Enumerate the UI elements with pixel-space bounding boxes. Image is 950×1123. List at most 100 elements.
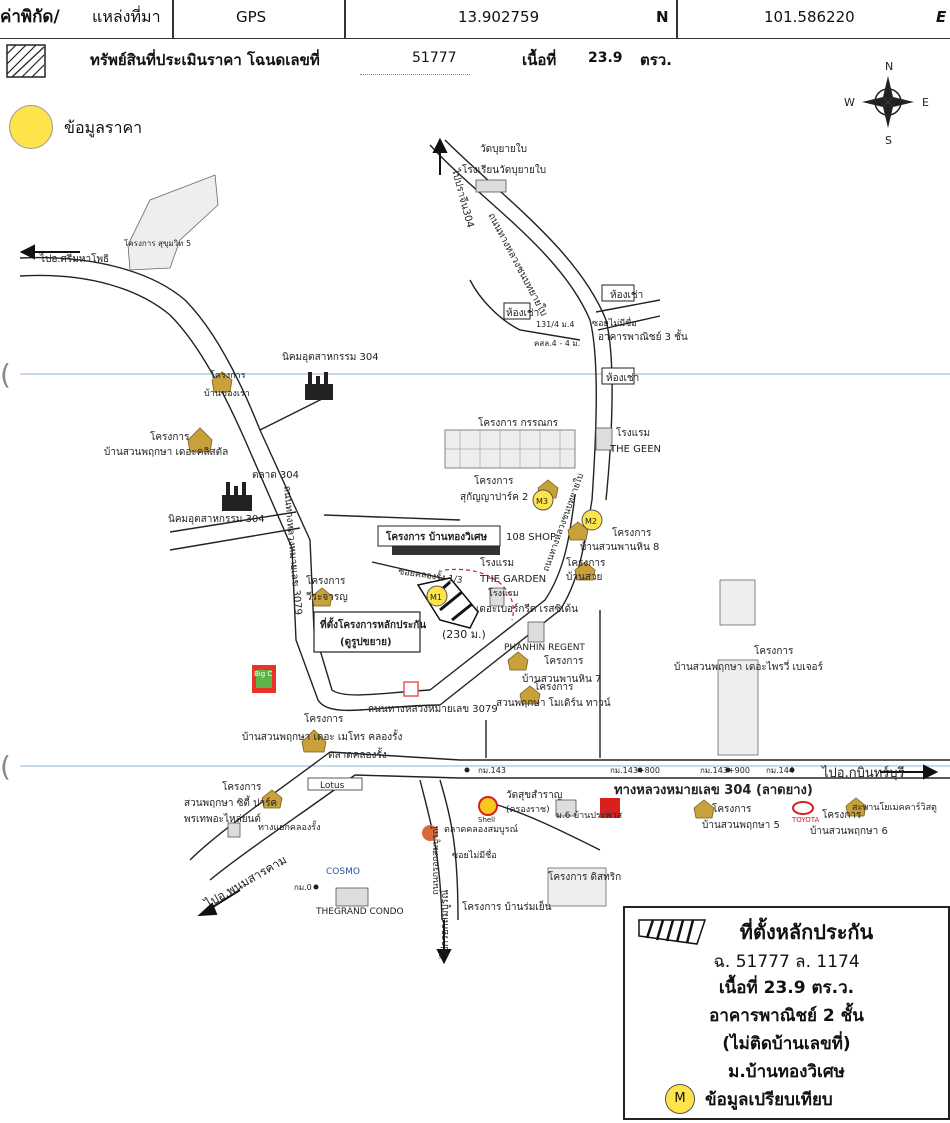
market-icon bbox=[422, 825, 438, 841]
house-icon bbox=[519, 685, 541, 705]
seven-eleven-logo bbox=[403, 681, 419, 697]
collateral-legend: ที่ตั้งหลักประกัน ฉ. 51777 ล. 1174 เนื้อ… bbox=[623, 906, 950, 1120]
source-label: แหล่งที่มา bbox=[92, 7, 161, 26]
label-project: โครงการ bbox=[566, 556, 606, 569]
road-bu-yai-bai bbox=[429, 144, 597, 501]
school-icon bbox=[475, 179, 507, 193]
temple-icon bbox=[555, 799, 577, 817]
house-icon bbox=[845, 797, 867, 817]
label-project: โครงการ bbox=[150, 430, 190, 443]
roads bbox=[19, 139, 950, 921]
label-project: โครงการ bbox=[534, 680, 574, 693]
arrow-up-icon bbox=[432, 137, 448, 153]
label-shophouse: ห้องเช่า bbox=[506, 307, 539, 319]
legend-building: อาคารพาณิชย์ 2 ชั้น bbox=[709, 1006, 864, 1026]
estate-grid-lines bbox=[445, 430, 575, 468]
comparable-markers: M1 M2 M3 bbox=[426, 489, 603, 607]
area-label: เนื้อที่ bbox=[522, 51, 557, 69]
label-industrial: นิคมอุตสาหกรรม 304 bbox=[168, 514, 265, 525]
estate-sukhumvit5 bbox=[127, 174, 219, 271]
label-project: บ้านสวย bbox=[566, 571, 602, 583]
house-icons bbox=[187, 371, 867, 819]
label-project: บ้านสวนพฤกษา 6 bbox=[810, 825, 888, 837]
label-108-shop: 108 SHOP bbox=[506, 532, 556, 543]
shell-logo bbox=[478, 796, 498, 816]
road-branch bbox=[595, 299, 661, 313]
road-industrial bbox=[169, 527, 301, 551]
longitude-value: 101.586220 bbox=[764, 8, 855, 26]
label-korn: โครงการ กรรณกร bbox=[478, 416, 559, 429]
longitude-direction: E bbox=[936, 8, 947, 26]
collateral-callout-box bbox=[313, 611, 421, 653]
legend-title: ที่ตั้งหลักประกัน bbox=[739, 920, 874, 944]
label-project: โครงการ บ้านร่มเย็น bbox=[462, 899, 552, 913]
area-value: 23.9 bbox=[588, 50, 623, 66]
marker-m3-label: M3 bbox=[536, 497, 548, 506]
label-to-south: ไปกรอกสมบูรณ์ bbox=[439, 889, 451, 959]
coordinates-header: ค่าพิกัด/ แหล่งที่มา GPS 13.902759 N 101… bbox=[0, 0, 950, 39]
label-hotel: โรงแรม bbox=[480, 556, 514, 569]
direction-arrows bbox=[19, 137, 939, 965]
label-to-kabinburi: ไปอ.กบินทร์บุรี bbox=[821, 765, 905, 781]
arrow-left-icon bbox=[197, 902, 218, 917]
label-wat: วัดบุยายใบ bbox=[480, 143, 527, 155]
arrow-left-icon bbox=[19, 244, 35, 260]
house-icon bbox=[311, 587, 333, 607]
label-road-spec: คสล.4 - 4 ม. bbox=[534, 339, 580, 348]
road-304 bbox=[329, 751, 461, 761]
label-project: โครงการ bbox=[306, 574, 346, 587]
legend-comparable: ข้อมูลเปรียบเทียบ bbox=[705, 1090, 833, 1110]
hotel-icon bbox=[489, 587, 505, 607]
latitude-direction: N bbox=[656, 8, 669, 26]
label-to-sriracha: ไปอ.ศรีมหาโพธิ bbox=[39, 252, 109, 265]
property-label: ทรัพย์สินที่ประเมินราคา โฉนดเลขที่ bbox=[90, 51, 320, 69]
price-legend-label: ข้อมูลราคา bbox=[64, 118, 143, 137]
legend-area: เนื้อที่ 23.9 ตร.ว. bbox=[718, 978, 855, 998]
label-project: โครงการ bbox=[304, 712, 344, 725]
thong-wiset-block bbox=[392, 545, 500, 555]
compass-rose-icon: N S E W bbox=[844, 60, 929, 147]
hatch-swatch-icon bbox=[6, 44, 46, 78]
road-soi bbox=[371, 561, 451, 581]
label-cosmo: COSMO bbox=[326, 867, 360, 877]
label-project: บ้านของเรา bbox=[204, 388, 250, 399]
house-icon bbox=[187, 427, 213, 453]
road-branch bbox=[597, 315, 661, 331]
label-shop: พรเทพอะไหล่ยนต์ bbox=[184, 813, 261, 825]
legend-no-house-number: (ไม่ติดบ้านเลขที่) bbox=[722, 1034, 851, 1054]
label-project: บ้านสวนพานหิน 8 bbox=[580, 541, 659, 553]
house-icon bbox=[507, 651, 529, 671]
label-project: โครงการ bbox=[754, 644, 794, 657]
toyota-logo bbox=[792, 801, 814, 815]
house-icon bbox=[567, 521, 589, 541]
punch-hole-mark: ( bbox=[0, 750, 11, 783]
road-phanom bbox=[189, 751, 331, 861]
label-distance: (230 ม.) bbox=[442, 628, 486, 641]
label-to-phanom: ไปอ.พนมสารคาม bbox=[202, 853, 289, 912]
marker-m1-label: M1 bbox=[430, 593, 442, 602]
label-road-3079: ถนนทางหลวงหมายเลข 3079 bbox=[281, 485, 303, 615]
label-project: บ้านสวนพฤกษา เดอะ เมโทร คลองรั้ง bbox=[242, 729, 403, 743]
label-toyota: TOYOTA bbox=[791, 816, 820, 824]
label-hotel: โรงแรม bbox=[488, 588, 519, 599]
label-klong-market: ตลาดคลองรั้ง bbox=[328, 747, 387, 761]
label-km0: กม.0 bbox=[294, 883, 312, 892]
label-project: สวนพฤกษา ซิตี้ ปาร์ค bbox=[184, 795, 277, 809]
divider bbox=[676, 0, 678, 38]
label-hotel-geen: THE GEEN bbox=[609, 444, 661, 455]
house-icon bbox=[261, 789, 283, 809]
label-km: กม.143 bbox=[478, 766, 506, 775]
label-market: ตลาดคลองสมบูรณ์ bbox=[444, 823, 518, 835]
label-soi: ซอยไม่มีชื่อ bbox=[452, 848, 497, 861]
label-hotel: โรงแรม bbox=[616, 426, 650, 439]
label-industrial: นิคมอุตสาหกรรม 304 bbox=[282, 352, 379, 363]
road-industrial bbox=[169, 511, 297, 533]
label-shell: Shell bbox=[478, 816, 495, 824]
label-bridge: สะพานโยเมคคาร์วิสตู bbox=[852, 801, 937, 813]
label-project: โครงการ bbox=[822, 808, 862, 821]
label-project: วีระจารญ bbox=[306, 591, 348, 603]
label-project: โครงการ bbox=[612, 526, 652, 539]
road-sriracha bbox=[19, 274, 293, 549]
thong-wiset-label-box bbox=[377, 525, 501, 547]
